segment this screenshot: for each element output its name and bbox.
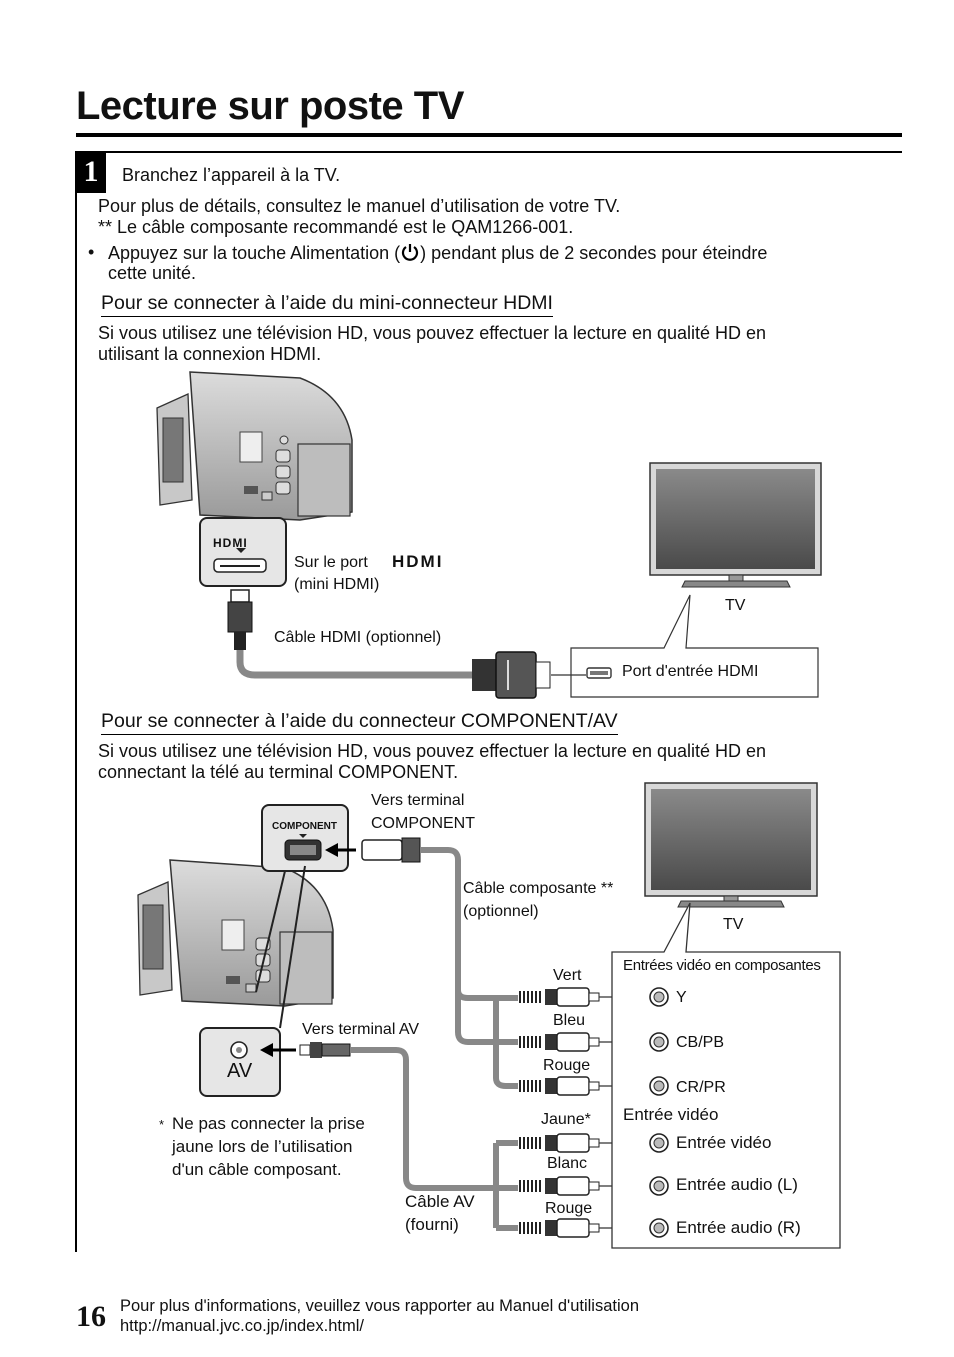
tv-hdmi <box>649 462 822 588</box>
camcorder-hdmi <box>156 371 353 521</box>
note-line-1: Ne pas connecter la prise <box>172 1114 365 1133</box>
component-badge-label: COMPONENT <box>272 821 337 832</box>
input-jack-icon <box>649 1032 669 1052</box>
rca-plug <box>519 1176 650 1196</box>
component-tv-label: TV <box>723 916 744 933</box>
component-heading: Pour se connecter à l’aide du connecteur… <box>101 710 618 735</box>
footer-line-1: Pour plus d'informations, veuillez vous … <box>120 1297 639 1315</box>
section-rule <box>76 151 902 153</box>
tv-component <box>644 782 818 908</box>
component-cable-2: (optionnel) <box>463 903 539 920</box>
av-port-badge <box>199 865 306 1097</box>
rca-plug <box>519 987 650 1007</box>
hdmi-cable <box>227 589 551 699</box>
hdmi-cable-label: Câble HDMI (optionnel) <box>274 629 442 646</box>
cable-note: ** Le câble composante recommandé est le… <box>98 217 574 237</box>
input-cb: CB/PB <box>676 1034 725 1051</box>
plug-vert: Vert <box>553 967 582 984</box>
input-audio-r: Entrée audio (R) <box>676 1218 801 1237</box>
rca-plug <box>519 1218 650 1238</box>
input-jack-icon <box>649 987 669 1007</box>
hdmi-input-callout <box>551 594 819 698</box>
input-jack-icon <box>649 1076 669 1096</box>
step-details: Pour plus de détails, consultez le manue… <box>98 196 621 216</box>
plug-bleu: Bleu <box>553 1012 586 1029</box>
input-y: Y <box>676 989 687 1006</box>
hdmi-desc-2: utilisant la connexion HDMI. <box>98 344 322 364</box>
note-line-2: jaune lors de l’utilisation <box>172 1137 353 1156</box>
hdmi-input-label: Port d'entrée HDMI <box>622 663 759 680</box>
plug-arrows <box>260 843 356 1057</box>
hdmi-heading: Pour se connecter à l’aide du mini-conne… <box>101 292 553 317</box>
to-component-2: COMPONENT <box>371 815 475 832</box>
plug-rouge: Rouge <box>543 1057 591 1074</box>
page-title: Lecture sur poste TV <box>76 84 464 128</box>
av-plug <box>299 1042 518 1231</box>
margin-line <box>75 151 77 1252</box>
av-cable-2: (fourni) <box>405 1215 459 1234</box>
rca-plugs <box>519 987 650 1238</box>
input-jack-icon <box>649 1218 669 1238</box>
hdmi-badge-label: HDMI <box>213 536 248 550</box>
note-star: * <box>159 1117 165 1132</box>
title-rule <box>76 133 902 137</box>
plug-blanc: Blanc <box>547 1155 588 1172</box>
note-line-3: d'un câble composant. <box>172 1160 342 1179</box>
input-video: Entrée vidéo <box>676 1133 772 1152</box>
bullet-dot: • <box>88 242 95 262</box>
footer-line-2: http://manual.jvc.co.jp/index.html/ <box>120 1317 364 1335</box>
to-component-1: Vers terminal <box>371 792 465 809</box>
av-badge-label: AV <box>227 1060 253 1082</box>
component-cable-1: Câble composante ** <box>463 880 614 897</box>
power-bullet-text-2: ) pendant plus de 2 secondes pour éteind… <box>420 243 768 263</box>
hdmi-port-label: Sur le port <box>294 554 368 571</box>
power-bullet: Appuyez sur la touche Alimentation ( ) pe… <box>108 242 767 267</box>
input-audio-l: Entrée audio (L) <box>676 1175 798 1194</box>
step-instruction: Branchez l’appareil à la TV. <box>122 165 341 185</box>
input-cr: CR/PR <box>676 1079 726 1096</box>
component-desc-2: connectant la télé au terminal COMPONENT… <box>98 762 459 782</box>
power-bullet-text-1: Appuyez sur la touche Alimentation ( <box>108 243 401 263</box>
power-icon <box>400 242 420 267</box>
input-jack-icon <box>649 1176 669 1196</box>
page-number: 16 <box>76 1300 106 1333</box>
component-desc-1: Si vous utilisez une télévision HD, vous… <box>98 741 767 761</box>
hdmi-port-badge <box>199 517 287 587</box>
inputs-title: Entrées vidéo en composantes <box>623 957 821 974</box>
plug-jaune: Jaune* <box>541 1111 591 1128</box>
inputs-panel <box>611 902 841 1249</box>
camcorder-component <box>137 859 334 1007</box>
hdmi-tv-label: TV <box>725 597 746 614</box>
av-cable-1: Câble AV <box>405 1192 475 1211</box>
component-plug <box>361 837 518 1089</box>
input-jack-icon <box>649 1133 669 1153</box>
input-jacks <box>649 987 669 1238</box>
plug-rouge-av: Rouge <box>545 1200 593 1217</box>
hdmi-desc-1: Si vous utilisez une télévision HD, vous… <box>98 323 767 343</box>
component-port-badge <box>255 804 349 993</box>
hdmi-port-sub: (mini HDMI) <box>294 576 380 593</box>
video-title: Entrée vidéo <box>623 1105 719 1124</box>
step-number: 1 <box>76 151 106 193</box>
rca-plug <box>519 1133 650 1153</box>
power-bullet-line2: cette unité. <box>108 263 197 283</box>
hdmi-logo: HDMI <box>392 552 444 571</box>
to-av-label: Vers terminal AV <box>302 1021 420 1038</box>
